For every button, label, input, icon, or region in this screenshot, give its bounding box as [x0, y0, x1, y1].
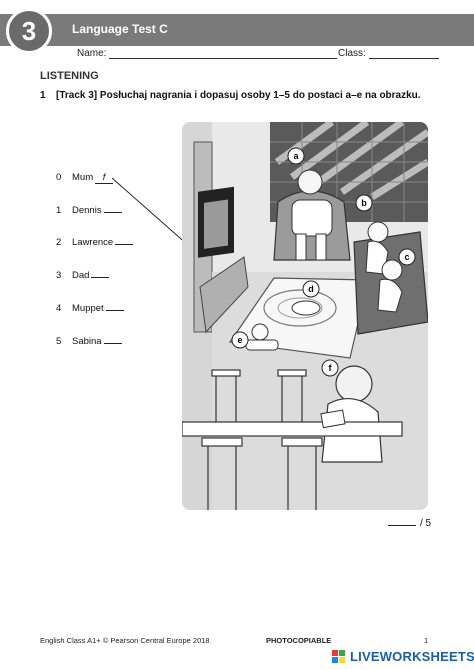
score-total: / 5	[420, 518, 432, 529]
task-number: 1	[40, 90, 46, 101]
test-title: Language Test C	[72, 22, 168, 36]
score: / 5	[388, 518, 431, 529]
name-label: Name:	[77, 48, 107, 59]
person-item: 3 Dad	[56, 270, 110, 281]
label-f: f	[329, 363, 333, 373]
label-b: b	[361, 198, 367, 208]
living-room-illustration	[182, 122, 428, 510]
person-name: Mum	[72, 172, 94, 183]
person-number: 4	[56, 303, 62, 314]
person-name: Sabina	[72, 336, 102, 347]
label-f-circle	[321, 359, 339, 377]
footer-page-number: 1	[424, 636, 429, 645]
name-line[interactable]	[109, 49, 338, 59]
answer-field[interactable]	[115, 244, 134, 245]
person-number: 3	[56, 270, 62, 281]
liveworksheets-text[interactable]: LIVEWORKSHEETS	[350, 649, 474, 664]
person-name: Dennis	[72, 205, 102, 216]
label-c-circle	[398, 248, 416, 266]
unit-number: 3	[21, 16, 37, 46]
label-d-circle	[302, 280, 320, 298]
person-item: 2 Lawrence	[56, 237, 134, 248]
label-a-circle	[287, 147, 305, 165]
person-name: Dad	[72, 270, 90, 281]
score-field[interactable]	[388, 525, 416, 526]
person-number: 5	[56, 336, 62, 347]
label-c: c	[404, 252, 409, 262]
person-item: 1 Dennis	[56, 205, 122, 216]
label-d: d	[308, 284, 314, 294]
footer-photocopiable: PHOTOCOPIABLE	[266, 636, 332, 645]
person-name: Muppet	[72, 303, 104, 314]
class-line[interactable]	[368, 49, 439, 59]
label-e-circle	[231, 331, 249, 349]
label-b-circle	[355, 194, 373, 212]
person-item: 4 Muppet	[56, 303, 124, 314]
answer-field[interactable]: f	[95, 172, 114, 184]
task-instruction: [Track 3] Posłuchaj nagrania i dopasuj o…	[56, 90, 421, 101]
footer-copyright: English Class A1+ © Pearson Central Euro…	[40, 636, 210, 645]
name-field-row: Name:	[77, 48, 338, 59]
answer-field[interactable]	[105, 310, 124, 311]
section-heading: LISTENING	[40, 70, 99, 82]
illustration-svg	[182, 122, 428, 510]
header-bar	[0, 14, 474, 46]
class-field-row: Class:	[338, 48, 439, 59]
person-number: 1	[56, 205, 62, 216]
person-item: 5 Sabina	[56, 336, 122, 347]
label-a: a	[293, 151, 299, 161]
class-label: Class:	[338, 48, 366, 59]
person-number: 2	[56, 237, 62, 248]
answer-field[interactable]	[103, 343, 122, 344]
liveworksheets-logo-icon	[332, 650, 345, 663]
label-e: e	[237, 335, 242, 345]
answer-field[interactable]	[103, 212, 122, 213]
unit-badge	[6, 8, 52, 54]
person-number: 0	[56, 172, 62, 183]
person-name: Lawrence	[72, 237, 114, 248]
answer-field[interactable]	[91, 277, 110, 278]
